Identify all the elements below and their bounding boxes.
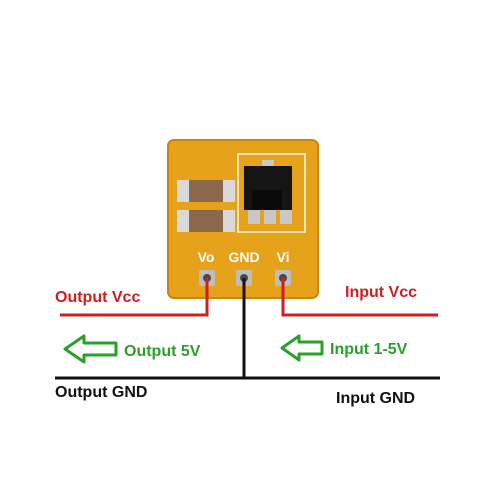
capacitor-bottom [177, 210, 235, 232]
pin-label-gnd: GND [228, 249, 259, 265]
output-vcc-wire [60, 278, 209, 317]
output-vcc-label: Output Vcc [55, 289, 140, 306]
pin-label-vi: Vi [277, 249, 290, 265]
input-voltage-label: Input 1-5V [330, 341, 408, 358]
input-vcc-label: Input Vcc [345, 284, 417, 301]
input-gnd-label: Input GND [336, 390, 415, 407]
output-gnd-label: Output GND [55, 384, 147, 401]
capacitor-top [177, 180, 235, 202]
ic-chip [244, 160, 292, 224]
output-arrow-icon [63, 334, 118, 364]
pin-label-vo: Vo [198, 249, 215, 265]
input-vcc-wire [281, 278, 438, 317]
input-arrow-icon [280, 334, 324, 362]
silkscreen-outline [237, 153, 306, 233]
pcb-module: Vo GND Vi [167, 139, 319, 299]
output-voltage-label: Output 5V [124, 343, 201, 360]
